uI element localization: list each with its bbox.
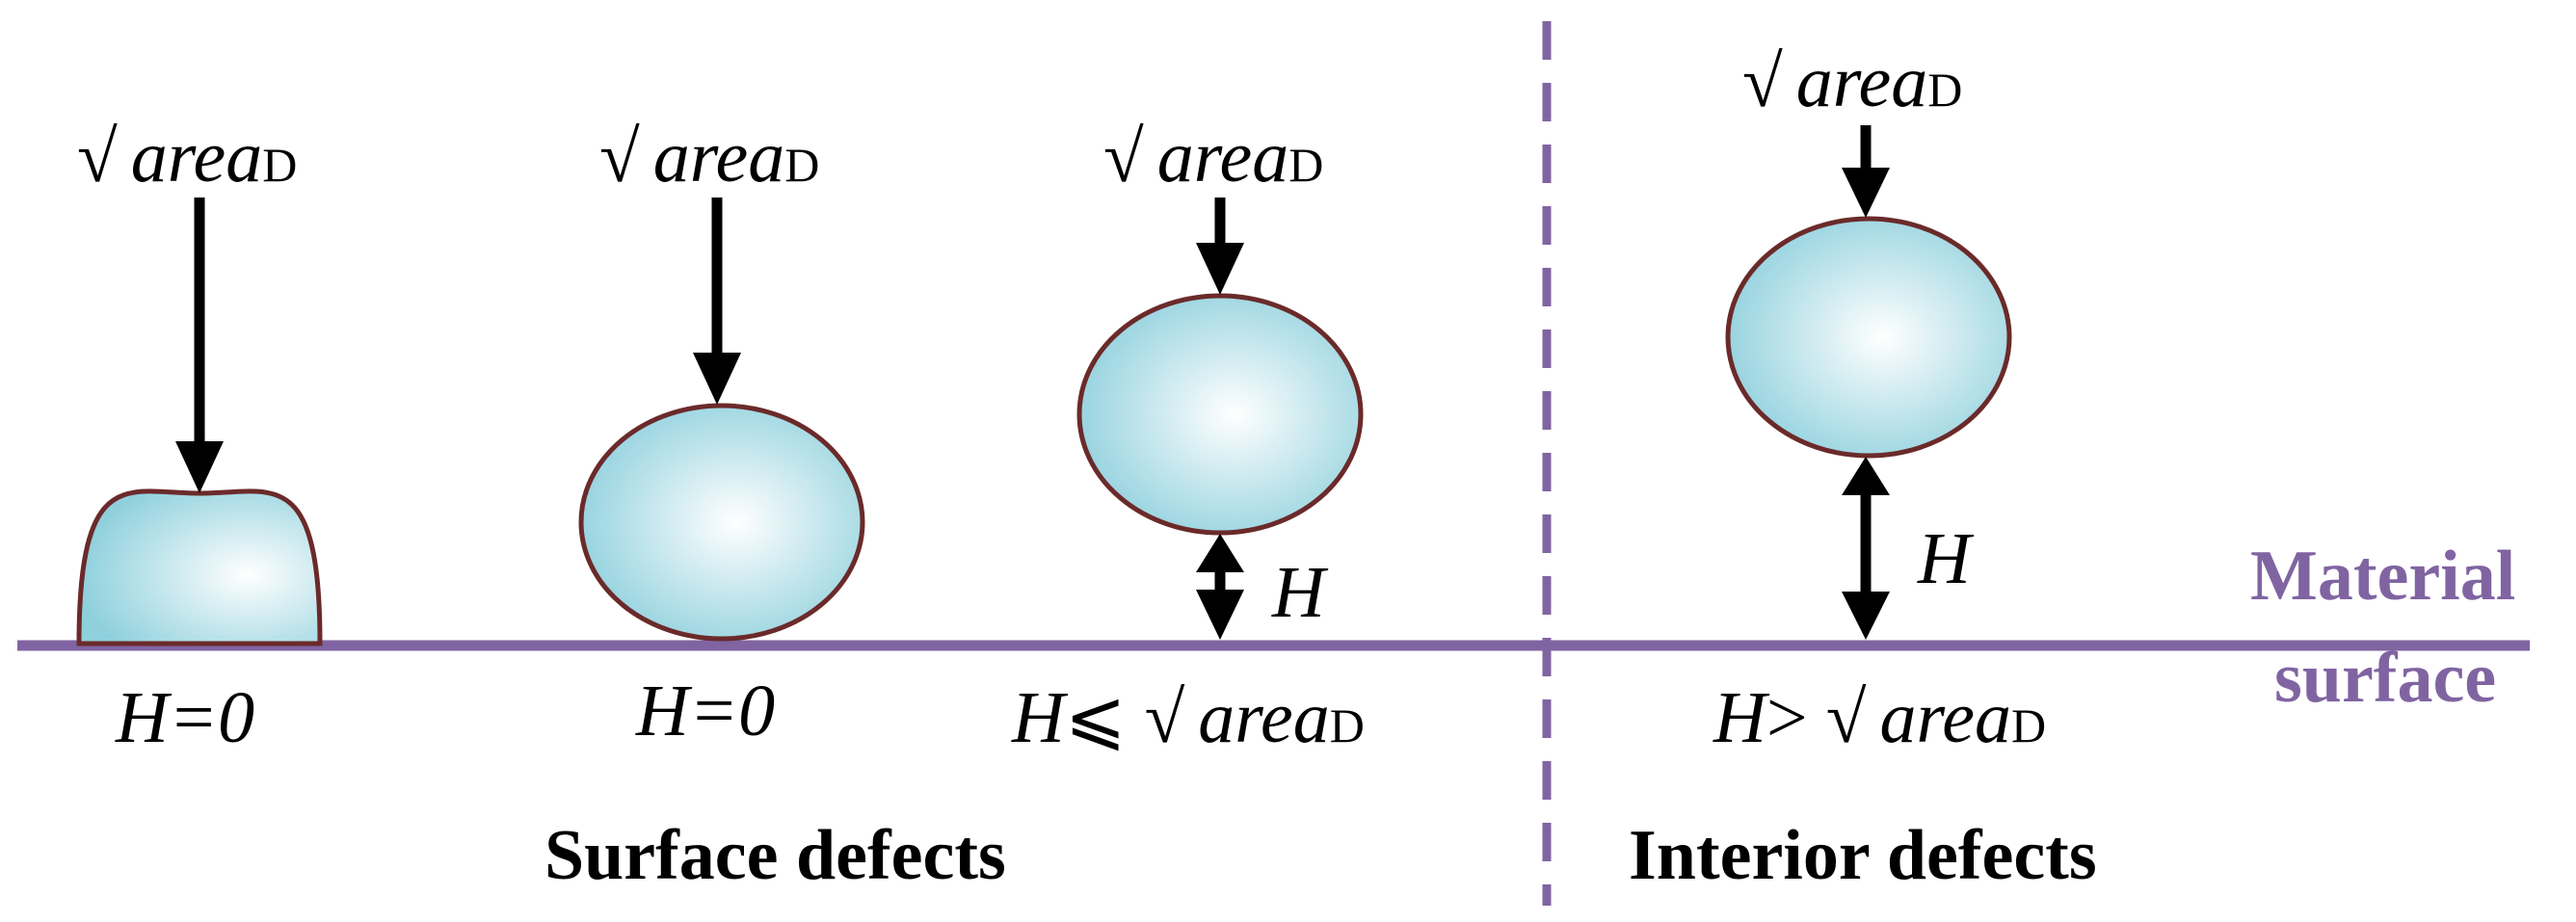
material-label-line2: surface (2274, 639, 2496, 718)
caption-interior-defects: Interior defects (1629, 816, 2097, 895)
arrow-down-3 (1196, 198, 1244, 295)
material-label-line1: Material (2250, 537, 2515, 616)
condition-label-1: H=0 (115, 677, 254, 758)
sqrt-area-label-1: √areaD (77, 117, 297, 198)
caption-surface-defects: Surface defects (544, 816, 1006, 895)
height-double-arrow-near (1196, 534, 1244, 640)
sqrt-area-label-4: √areaD (1742, 41, 1962, 122)
arrow-down-4 (1842, 125, 1890, 218)
sqrt-area-label-3: √areaD (1103, 117, 1323, 198)
arrow-down-1 (175, 198, 224, 493)
height-double-arrow-interior (1842, 457, 1890, 640)
sqrt-area-label-2: √areaD (599, 117, 819, 198)
arrow-down-2 (693, 198, 741, 405)
defect-ellipse-interior (1725, 216, 2012, 459)
condition-label-4: H> √areaD (1713, 677, 2046, 758)
height-label-near: H (1271, 552, 1329, 633)
height-label-interior: H (1917, 518, 1975, 599)
condition-label-3: H⩽ √areaD (1011, 677, 1365, 758)
defect-half-ellipse (76, 488, 323, 646)
condition-label-2: H=0 (635, 671, 775, 751)
defect-ellipse-touching (578, 403, 865, 642)
defect-ellipse-near-surface (1076, 293, 1364, 536)
